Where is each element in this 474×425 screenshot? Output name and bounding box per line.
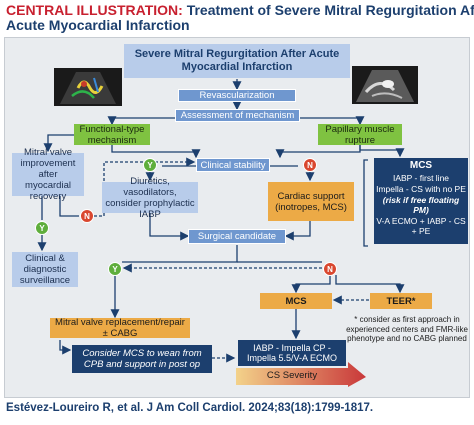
header-title-part-2: Acute Myocardial Infarction: [6, 17, 190, 33]
no-marker-improvement: N: [80, 209, 94, 223]
yes-marker-stability: Y: [143, 158, 157, 172]
teer-note: * consider as first approach in experien…: [346, 315, 468, 343]
arrow-diuretics-to-surgical: [149, 213, 190, 241]
arrow-assessment-to-functional: [107, 116, 175, 126]
cs-severity-panel: IABP - Impella CP - Impella 5.5/V-A ECMO…: [236, 340, 366, 388]
arrow-support-to-surgical: [284, 221, 311, 241]
header-title-part-1: Treatment of Severe Mitral Regurgitation…: [186, 2, 474, 18]
header-label: CENTRAL ILLUSTRATION:: [6, 2, 183, 18]
arrow-improvement-to-no: [59, 196, 79, 217]
mitral-improvement-box: Mitral valve improvement after myocardia…: [12, 147, 84, 202]
mcs-box: MCS: [260, 293, 332, 309]
surgical-candidate-box: Surgical candidate: [188, 229, 286, 244]
mcs-options-title: MCS: [409, 160, 433, 171]
arrow-surgical-to-yes: [122, 245, 238, 263]
arrow-replacement-to-consider: [59, 340, 72, 355]
echo-right-scan: [356, 70, 414, 102]
cardiac-support-box: Cardiac support (inotropes, MCS): [268, 182, 354, 221]
assessment-box: Assessment of mechanism: [175, 109, 300, 122]
mcs-option-ecmo: V-A ECMO + IABP - CS + PE: [376, 216, 466, 236]
arrow-no-to-mcs: [291, 275, 331, 294]
arrow-assessment-to-papillary: [300, 116, 365, 126]
arrow-functional-to-stability: [111, 140, 201, 159]
clinical-stability-box: Clinical stability: [196, 158, 270, 172]
header-line-1: CENTRAL ILLUSTRATION: Treatment of Sever…: [6, 2, 474, 18]
echo-image-right: [352, 66, 418, 104]
cs-severity-arrow: [236, 362, 366, 387]
mcs-option-iabp: IABP - first line: [392, 173, 450, 183]
yes-marker-surgical: Y: [108, 262, 122, 276]
arrow-papillary-to-mcsbox: [359, 140, 405, 158]
header: CENTRAL ILLUSTRATION: Treatment of Sever…: [0, 0, 474, 36]
surveillance-box: Clinical & diagnostic surveillance: [12, 252, 78, 287]
teer-box: TEER*: [370, 293, 432, 309]
no-marker-stability: N: [303, 158, 317, 172]
papillary-box: Papillary muscle rupture: [318, 124, 402, 146]
functional-box: Functional-type mechanism: [74, 124, 150, 146]
mcs-option-risk-note: (risk if free floating PM): [382, 195, 460, 215]
cs-severity-label: CS Severity: [266, 370, 318, 381]
echo-image-left: [54, 68, 122, 106]
cs-devices-box: IABP - Impella CP - Impella 5.5/V-A ECMO: [238, 340, 346, 366]
mitral-replacement-box: Mitral valve replacement/repair ± CABG: [50, 317, 190, 339]
arrow-no-to-teer: [335, 275, 405, 294]
mcs-option-impella: Impella - CS with no PE: [376, 184, 466, 194]
main-title-box: Severe Mitral Regurgitation After Acute …: [124, 44, 350, 78]
diuretics-box: Diuretics, vasodilators, consider prophy…: [102, 176, 198, 220]
no-marker-surgical: N: [323, 262, 337, 276]
echo-left-scan: [60, 72, 116, 104]
revascularization-box: Revascularization: [178, 89, 296, 102]
citation: Estévez-Loureiro R, et al. J Am Coll Car…: [6, 402, 374, 414]
yes-marker-improvement: Y: [35, 221, 49, 235]
mcs-options-box: MCS IABP - first line Impella - CS with …: [374, 158, 468, 244]
arrow-functional-to-improvement: [43, 134, 74, 153]
consider-mcs-box: Consider MCS to wean from CPB and suppor…: [72, 345, 212, 373]
mcs-bracket: [363, 159, 368, 247]
